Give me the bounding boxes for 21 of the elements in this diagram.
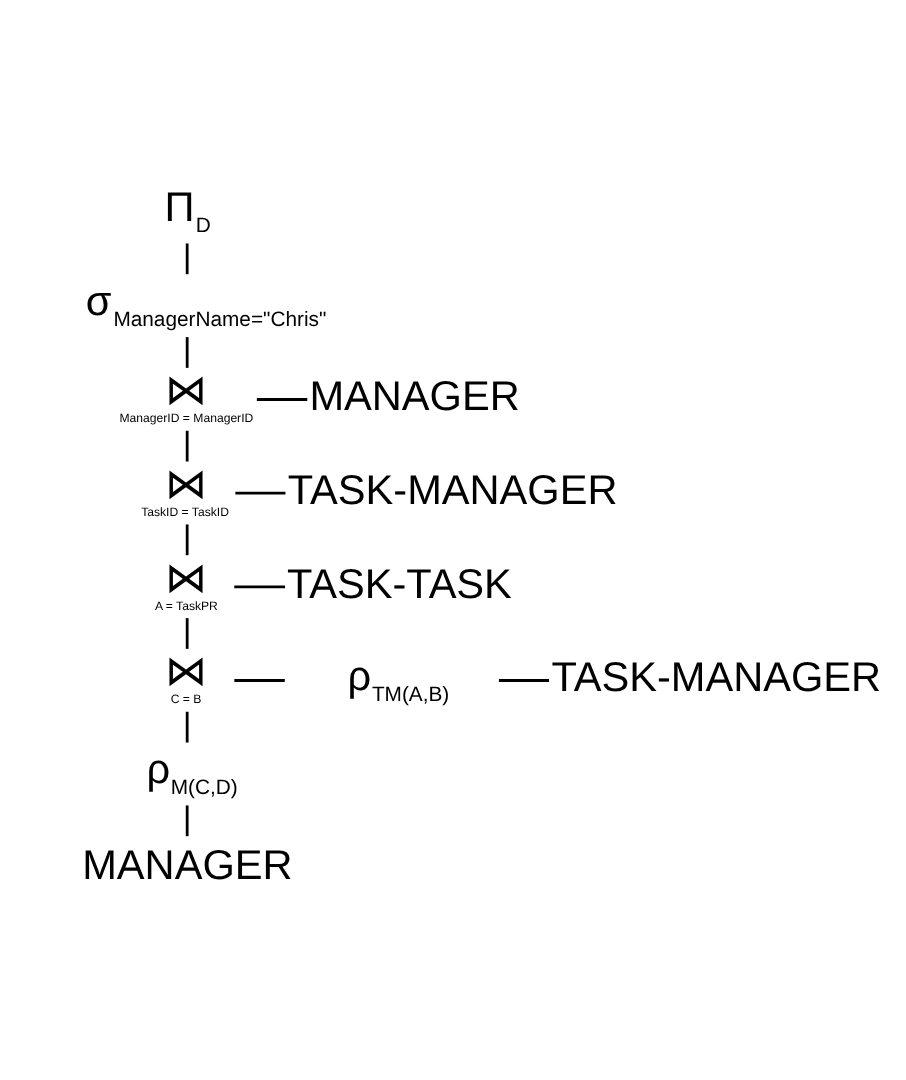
- connector: [234, 679, 285, 682]
- connector: [256, 398, 308, 401]
- node-text: MANAGER: [309, 374, 520, 421]
- connector: [185, 430, 189, 462]
- node-text: ρ$_{M(C,D)}$: [146, 747, 238, 801]
- connector: [235, 491, 286, 495]
- node-text: ρ$_{TM(A,B)}$: [347, 653, 450, 707]
- connector: [185, 524, 189, 556]
- connector: [234, 585, 286, 589]
- connector: [185, 618, 189, 649]
- connector: [185, 711, 189, 743]
- connector: [185, 805, 189, 837]
- connector: [185, 337, 189, 368]
- connector: [185, 243, 189, 275]
- connector: [498, 679, 549, 682]
- node-text: TASK-MANAGER: [287, 467, 618, 514]
- node-text: MANAGER: [82, 842, 293, 889]
- node-text: σ$_{ManagerName="Chris"}$: [85, 278, 327, 332]
- node-text: Π$_{D}$: [164, 185, 211, 239]
- node-text: TASK-TASK: [286, 561, 512, 608]
- node-text: TASK-MANAGER: [551, 655, 882, 702]
